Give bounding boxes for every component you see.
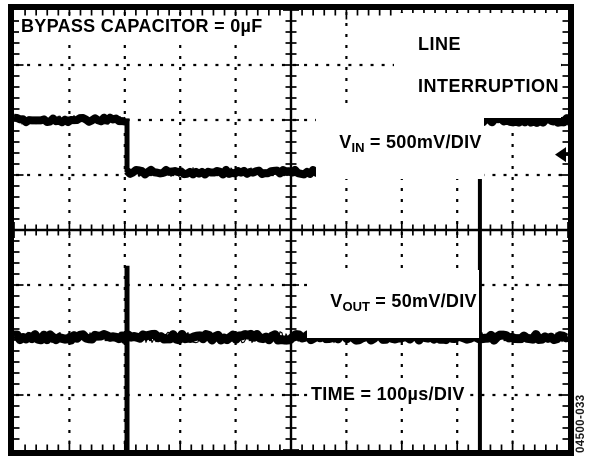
- vin-scale-value: = 500mV/DIV: [364, 132, 482, 152]
- line-interruption-label: LINE INTERRUPTION: [394, 13, 562, 118]
- vin-symbol: V: [339, 132, 352, 152]
- figure-number: 04500-033: [575, 394, 587, 453]
- trace-position-marker: [555, 147, 568, 163]
- vout-subscript: OUT: [342, 299, 370, 314]
- vin-subscript: IN: [351, 140, 365, 155]
- line-interruption-label-line1: LINE: [418, 34, 462, 54]
- time-scale-label: TIME = 100µs/DIV: [309, 384, 467, 405]
- line-interruption-label-line2: INTERRUPTION: [418, 76, 560, 96]
- vout-symbol: V: [330, 291, 343, 311]
- vout-scale-value: = 50mV/DIV: [369, 291, 477, 311]
- vout-scale-label: VOUT = 50mV/DIV: [307, 270, 479, 338]
- bypass-capacitor-label: BYPASS CAPACITOR = 0µF: [19, 16, 265, 37]
- vin-scale-label: VIN = 500mV/DIV: [316, 111, 484, 179]
- graticule-grid: [8, 4, 574, 456]
